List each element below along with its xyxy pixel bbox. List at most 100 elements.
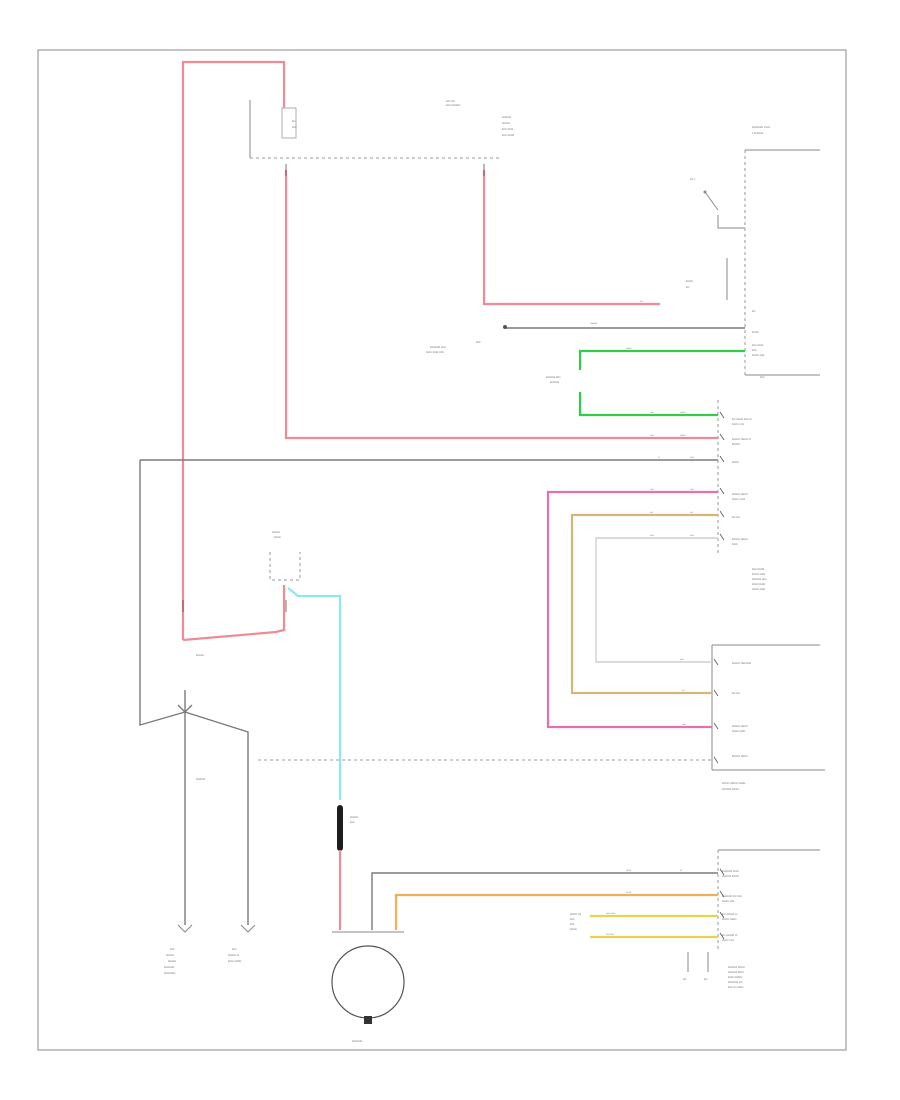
svg-text:▪▪▪▪▪▪▪▪ ▪▪▪▪: ▪▪▪▪▪▪▪▪ ▪▪▪▪	[752, 577, 766, 581]
wire-tan-low-ref	[570, 513, 718, 695]
wire-red-ign-feed	[482, 170, 660, 306]
battery: ▪▪▪▪▪▪▪▪ ▪▪▪▪ ▪▪▪▪▪▪▪ ▪▪▪▪▪▪▪ ▪▪▪▪▪▪▪▪▪ …	[139, 460, 256, 975]
svg-text:▪▪ ▪▪▪: ▪▪ ▪▪▪	[626, 869, 631, 872]
fuse-block: ▪▪▪ ▪▪▪▪ ▪▪▪▪ ▪▪▪ ▪▪▪▪ ▪▪▪▪▪▪▪▪ ▪▪▪▪▪▪▪▪…	[249, 99, 514, 159]
svg-text:▪▪▪: ▪▪▪	[704, 977, 707, 981]
svg-text:▪▪▪▪▪▪: ▪▪▪▪▪▪	[626, 347, 632, 350]
svg-text:▪▪▪▪▪ ▪▪▪▪▪▪: ▪▪▪▪▪ ▪▪▪▪▪▪	[752, 582, 765, 586]
svg-text:▪▪▪▪▪▪▪▪: ▪▪▪▪▪▪▪▪	[590, 322, 597, 325]
svg-text:▪▪▪▪▪▪▪▪▪ ▪▪▪▪: ▪▪▪▪▪▪▪▪▪ ▪▪▪▪	[430, 345, 446, 349]
svg-text:▪▪▪▪▪▪▪▪▪▪ ▪▪▪▪▪: ▪▪▪▪▪▪▪▪▪▪ ▪▪▪▪▪	[752, 125, 770, 129]
svg-text:▪▪▪ ▪▪▪▪▪▪▪ ▪▪: ▪▪▪ ▪▪▪▪▪▪▪ ▪▪	[722, 933, 737, 937]
svg-text:▪▪▪ ▪▪▪: ▪▪▪ ▪▪▪	[732, 515, 740, 519]
svg-text:▪▪▪▪▪▪ ▪▪▪▪: ▪▪▪▪▪▪ ▪▪▪▪	[752, 353, 764, 357]
wire-red-battery-feed	[181, 60, 286, 640]
svg-text:▪▪▪▪▪▪▪▪: ▪▪▪▪▪▪▪▪	[550, 380, 559, 384]
svg-text:▪▪▪▪▪▪▪▪: ▪▪▪▪▪▪▪▪	[196, 777, 205, 781]
svg-text:▪▪▪▪▪▪▪ ▪▪▪▪▪▪▪▪▪: ▪▪▪▪▪▪▪ ▪▪▪▪▪▪▪▪▪	[732, 661, 751, 665]
generator: ▪▪▪▪▪▪▪▪▪	[331, 945, 405, 1043]
svg-text:▪▪▪▪▪▪▪▪▪ ▪▪▪ ▪▪▪▪: ▪▪▪▪▪▪▪▪▪ ▪▪▪ ▪▪▪▪	[722, 894, 742, 898]
svg-text:▪▪▪: ▪▪▪	[650, 511, 653, 514]
svg-text:▪▪▪▪: ▪▪▪▪	[752, 348, 757, 352]
svg-text:▪▪▪ ▪: ▪▪▪ ▪	[690, 177, 695, 181]
svg-text:▪▪▪ ▪▪▪▪▪▪▪ ▪▪: ▪▪▪ ▪▪▪▪▪▪▪ ▪▪	[722, 912, 737, 916]
wire-green-lamp	[578, 349, 745, 370]
wire-gray-generator-field	[371, 872, 718, 930]
svg-text:▪▪▪▪: ▪▪▪▪	[350, 820, 355, 824]
svg-text:▪▪▪▪▪▪▪ ▪▪▪▪▪▪: ▪▪▪▪▪▪▪ ▪▪▪▪▪▪	[732, 754, 748, 758]
svg-text:▪▪▪▪ ▪▪▪▪▪▪: ▪▪▪▪ ▪▪▪▪▪▪	[502, 133, 514, 137]
svg-text:▪ ▪▪▪▪▪▪▪▪: ▪ ▪▪▪▪▪▪▪▪	[752, 131, 763, 135]
wire-lgray-sensor-signal	[595, 537, 718, 663]
svg-text:▪▪▪▪▪▪ ▪▪▪: ▪▪▪▪▪▪ ▪▪▪	[570, 912, 581, 916]
wire-lightblue-starter	[287, 587, 342, 800]
svg-text:▪▪▪▪▪▪▪▪▪: ▪▪▪▪▪▪▪▪▪	[352, 1039, 362, 1043]
svg-text:▪▪▪: ▪▪▪	[640, 300, 643, 303]
fusible-link: ▪▪▪▪▪▪▪ ▪▪▪▪	[337, 805, 358, 851]
svg-text:▪▪▪ ▪▪▪: ▪▪▪ ▪▪▪	[732, 691, 740, 695]
svg-text:▪▪▪▪▪▪: ▪▪▪▪▪▪	[680, 434, 686, 437]
svg-text:▪▪▪▪: ▪▪▪▪	[650, 434, 654, 437]
svg-text:▪▪▪▪▪▪▪: ▪▪▪▪▪▪▪	[502, 121, 510, 125]
svg-text:▪▪▪▪▪: ▪▪▪▪▪	[732, 542, 738, 546]
svg-text:▪▪▪: ▪▪▪	[292, 119, 295, 123]
svg-text:▪▪▪▪: ▪▪▪▪	[690, 488, 694, 491]
svg-text:▪▪▪▪: ▪▪▪▪	[292, 125, 297, 129]
svg-text:▪▪▪▪ ▪▪▪▪▪▪: ▪▪▪▪ ▪▪▪▪▪▪	[752, 567, 764, 571]
wire-tags: ▪▪▪ ▪▪▪▪▪▪▪▪ ▪▪▪▪▪▪ ▪▪▪▪ ▪▪▪▪▪▪ ▪▪▪▪ ▪▪▪…	[590, 300, 694, 936]
instrument-cluster: ▪▪▪▪▪▪▪▪▪▪ ▪▪▪▪▪ ▪ ▪▪▪▪▪▪▪▪ ▪▪▪ ▪ ▪▪▪▪▪▪…	[686, 125, 820, 379]
svg-text:▪▪▪▪▪▪ ▪▪▪▪▪: ▪▪▪▪▪▪ ▪▪▪▪▪	[752, 572, 765, 576]
current-sensor-module: ▪▪▪▪▪▪▪ ▪▪▪▪▪▪▪▪▪ ▪▪▪ ▪▪▪ ▪▪▪▪▪▪▪ ▪▪▪▪▪▪…	[711, 644, 825, 791]
svg-text:▪▪▪▪ ▪▪▪▪▪: ▪▪▪▪ ▪▪▪▪▪	[606, 912, 615, 915]
wire-pink-sensor-supply	[546, 490, 718, 729]
svg-text:▪▪▪▪: ▪▪▪▪	[650, 488, 654, 491]
ecm-lower: ▪▪▪▪▪▪▪▪▪ ▪▪▪▪▪ ▪▪▪▪▪▪▪▪ ▪▪▪▪▪▪ ▪▪▪▪▪▪▪▪…	[570, 849, 820, 989]
svg-text:▪▪▪▪: ▪▪▪▪	[170, 947, 175, 951]
svg-text:▪▪▪▪▪▪▪: ▪▪▪▪▪▪▪	[166, 953, 174, 957]
svg-text:▪▪▪▪▪▪▪ ▪▪: ▪▪▪▪▪▪▪ ▪▪	[228, 953, 239, 957]
svg-text:▪▪ ▪▪▪: ▪▪ ▪▪▪	[626, 891, 631, 894]
svg-text:▪▪▪▪▪ ▪▪▪▪▪▪▪: ▪▪▪▪▪ ▪▪▪▪▪▪▪	[728, 975, 742, 979]
svg-text:▪▪▪: ▪▪▪	[690, 511, 693, 514]
svg-text:▪▪▪▪▪▪▪▪ ▪▪▪▪▪: ▪▪▪▪▪▪▪▪ ▪▪▪▪▪	[728, 970, 744, 974]
wire-green-ecm	[578, 392, 718, 417]
svg-text:▪▪▪▪: ▪▪▪▪	[680, 658, 684, 661]
starter-relay: ▪▪▪▪▪▪▪ ▪▪▪▪▪▪ ▪▪▪▪▪▪▪	[196, 530, 301, 657]
svg-text:▪▪▪▪: ▪▪▪▪	[682, 723, 686, 726]
svg-text:▪▪▪▪: ▪▪▪▪	[690, 456, 694, 459]
svg-text:▪▪▪▪▪▪: ▪▪▪▪▪▪	[570, 927, 577, 931]
svg-text:▪▪▪▪: ▪▪▪▪	[232, 947, 237, 951]
svg-text:▪▪▪▪▪▪▪▪▪▪: ▪▪▪▪▪▪▪▪▪▪	[164, 971, 175, 975]
svg-text:▪▪▪▪▪▪▪▪ ▪▪▪▪▪▪: ▪▪▪▪▪▪▪▪ ▪▪▪▪▪▪	[728, 965, 745, 969]
diagram-border	[37, 49, 847, 1051]
svg-text:▪▪▪▪▪▪ ▪▪▪▪▪: ▪▪▪▪▪▪ ▪▪▪▪▪	[752, 587, 765, 591]
svg-text:▪▪▪▪: ▪▪▪▪	[476, 340, 481, 344]
svg-text:▪▪▪▪ ▪▪ ▪▪▪▪▪▪: ▪▪▪▪ ▪▪ ▪▪▪▪▪▪	[728, 985, 743, 989]
svg-text:▪▪▪▪▪▪ ▪▪▪▪▪: ▪▪▪▪▪▪ ▪▪▪▪▪	[732, 729, 745, 733]
svg-text:▪▪▪▪▪▪▪: ▪▪▪▪▪▪▪	[350, 815, 358, 819]
svg-text:▪▪▪▪: ▪▪▪▪	[690, 534, 694, 537]
svg-text:▪▪▪▪ ▪▪▪▪▪: ▪▪▪▪ ▪▪▪▪▪	[752, 343, 763, 347]
svg-text:▪▪▪▪▪▪: ▪▪▪▪▪▪	[680, 411, 686, 414]
svg-text:▪▪▪▪ ▪▪▪: ▪▪▪▪ ▪▪▪	[446, 99, 455, 103]
svg-text:▪▪▪▪▪▪▪ ▪▪▪▪▪▪: ▪▪▪▪▪▪▪ ▪▪▪▪▪▪	[732, 537, 748, 541]
svg-text:▪▪▪▪▪▪▪▪▪: ▪▪▪▪▪▪▪▪▪	[164, 965, 174, 969]
svg-text:▪▪▪▪▪ ▪ ▪▪▪: ▪▪▪▪▪ ▪ ▪▪▪	[722, 938, 734, 942]
svg-text:▪▪: ▪▪	[680, 869, 682, 872]
svg-text:▪▪▪▪: ▪▪▪▪	[650, 534, 654, 537]
svg-text:▪▪▪▪▪▪▪▪ ▪▪▪▪▪▪: ▪▪▪▪▪▪▪▪ ▪▪▪▪▪▪	[722, 874, 739, 878]
svg-text:▪▪▪▪▪▪: ▪▪▪▪▪▪	[274, 535, 281, 539]
svg-text:▪▪▪▪: ▪▪▪▪	[760, 375, 765, 379]
svg-text:▪▪: ▪▪	[658, 456, 660, 459]
svg-text:▪▪▪▪▪ ▪▪▪▪▪ ▪▪▪▪: ▪▪▪▪▪ ▪▪▪▪▪ ▪▪▪▪	[426, 350, 444, 354]
svg-text:▪▪▪▪ ▪▪▪▪▪: ▪▪▪▪ ▪▪▪▪▪	[502, 127, 513, 131]
svg-text:▪▪▪▪▪▪: ▪▪▪▪▪▪	[752, 330, 759, 334]
svg-text:▪▪▪▪▪▪▪▪▪ ▪▪▪▪▪: ▪▪▪▪▪▪▪▪▪ ▪▪▪▪▪	[722, 869, 739, 873]
wire-red-battery-to-relay	[182, 585, 286, 642]
svg-text:▪▪▪: ▪▪▪	[682, 689, 685, 692]
svg-text:▪▪▪▪▪▪▪ ▪▪▪▪▪▪: ▪▪▪▪▪▪▪ ▪▪▪▪▪▪	[732, 724, 748, 728]
connector-ticks	[182, 164, 725, 940]
svg-text:▪▪▪ ▪▪▪▪▪▪ ▪▪▪▪ ▪▪: ▪▪▪ ▪▪▪▪▪▪ ▪▪▪▪ ▪▪	[732, 417, 752, 421]
svg-text:▪▪▪▪▪▪ ▪▪▪▪▪▪▪ ▪▪▪▪▪▪: ▪▪▪▪▪▪ ▪▪▪▪▪▪▪ ▪▪▪▪▪▪	[722, 781, 745, 785]
